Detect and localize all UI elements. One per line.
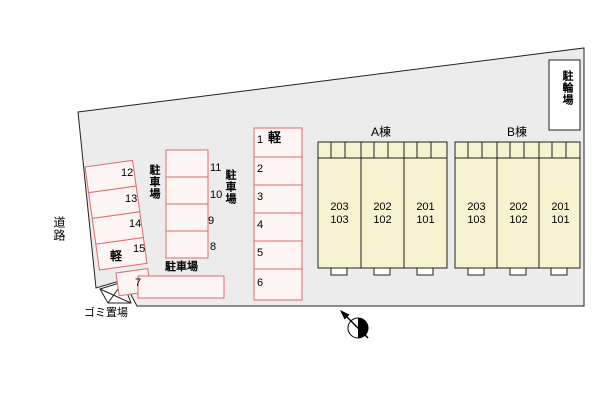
parking-bottom-box [137, 275, 225, 299]
space-number: 7 [135, 277, 142, 289]
building-b-name: B棟 [507, 125, 528, 139]
parking-group-middle [165, 149, 209, 259]
unit-lower: 103 [467, 214, 486, 226]
entrance-step [416, 267, 434, 276]
space-number: 3 [257, 191, 264, 203]
parking-label-left: 駐車場 [148, 164, 160, 200]
entrance-step [550, 267, 568, 276]
unit-upper: 201 [416, 201, 435, 213]
unit-lower: 101 [551, 214, 570, 226]
unit-upper: 201 [551, 201, 570, 213]
north-arrow-icon [340, 310, 369, 339]
parking-space [253, 268, 303, 301]
parking-label-bottom: 駐車場 [165, 261, 198, 273]
space-number: 15 [133, 243, 146, 255]
garbage-area-label: ゴミ置場 [84, 307, 128, 319]
space-number: 2 [257, 163, 264, 175]
unit-label: 203 103 [319, 201, 360, 227]
space-number: 11 [210, 162, 222, 174]
parking-space [253, 212, 303, 242]
unit-label: 201 101 [405, 201, 446, 227]
entrance-step [509, 267, 527, 276]
unit-label: 201 101 [540, 201, 581, 227]
space-number: 1 [257, 134, 264, 146]
space-number: 6 [257, 277, 264, 289]
entrance-step [467, 267, 485, 276]
building-b [454, 141, 581, 276]
parking-space [165, 230, 209, 259]
space-number: 5 [257, 247, 264, 259]
space-number: 14 [129, 218, 142, 230]
unit-lower: 102 [373, 214, 392, 226]
space-number: 13 [125, 193, 138, 205]
unit-lower: 103 [330, 214, 349, 226]
unit-label: 202 102 [498, 201, 539, 227]
parking-space [253, 240, 303, 270]
unit-upper: 202 [373, 201, 392, 213]
unit-upper: 203 [467, 201, 486, 213]
bike-parking-box [548, 59, 581, 131]
parking-group-left-angled [84, 159, 148, 271]
parking-space [165, 149, 209, 178]
unit-lower: 101 [416, 214, 435, 226]
parking-space [253, 156, 303, 186]
bike-parking-label: 駐輪場 [561, 70, 573, 106]
unit-lower: 102 [509, 214, 528, 226]
building-a-name: A棟 [371, 125, 392, 139]
unit-upper: 202 [509, 201, 528, 213]
parking-space [253, 184, 303, 214]
kei-car-mark: 軽 [268, 130, 282, 145]
unit-label: 203 103 [456, 201, 497, 227]
parking-space [253, 127, 303, 158]
parking-space [95, 236, 148, 271]
space-number: 8 [210, 241, 217, 253]
space-number: 12 [121, 167, 134, 179]
kei-car-mark: 軽 [110, 249, 123, 263]
building-a [317, 141, 448, 276]
unit-upper: 203 [330, 201, 349, 213]
entrance-step [330, 267, 348, 276]
entrance-step [373, 267, 391, 276]
parking-label-middle: 駐車場 [224, 169, 236, 205]
unit-label: 202 102 [362, 201, 403, 227]
parking-space [165, 203, 209, 232]
space-number: 9 [208, 215, 215, 227]
parking-group-right [253, 127, 303, 301]
road-label: 道路 [52, 216, 66, 242]
space-number: 4 [257, 219, 264, 231]
space-number: 10 [210, 189, 223, 201]
parking-space [165, 176, 209, 205]
